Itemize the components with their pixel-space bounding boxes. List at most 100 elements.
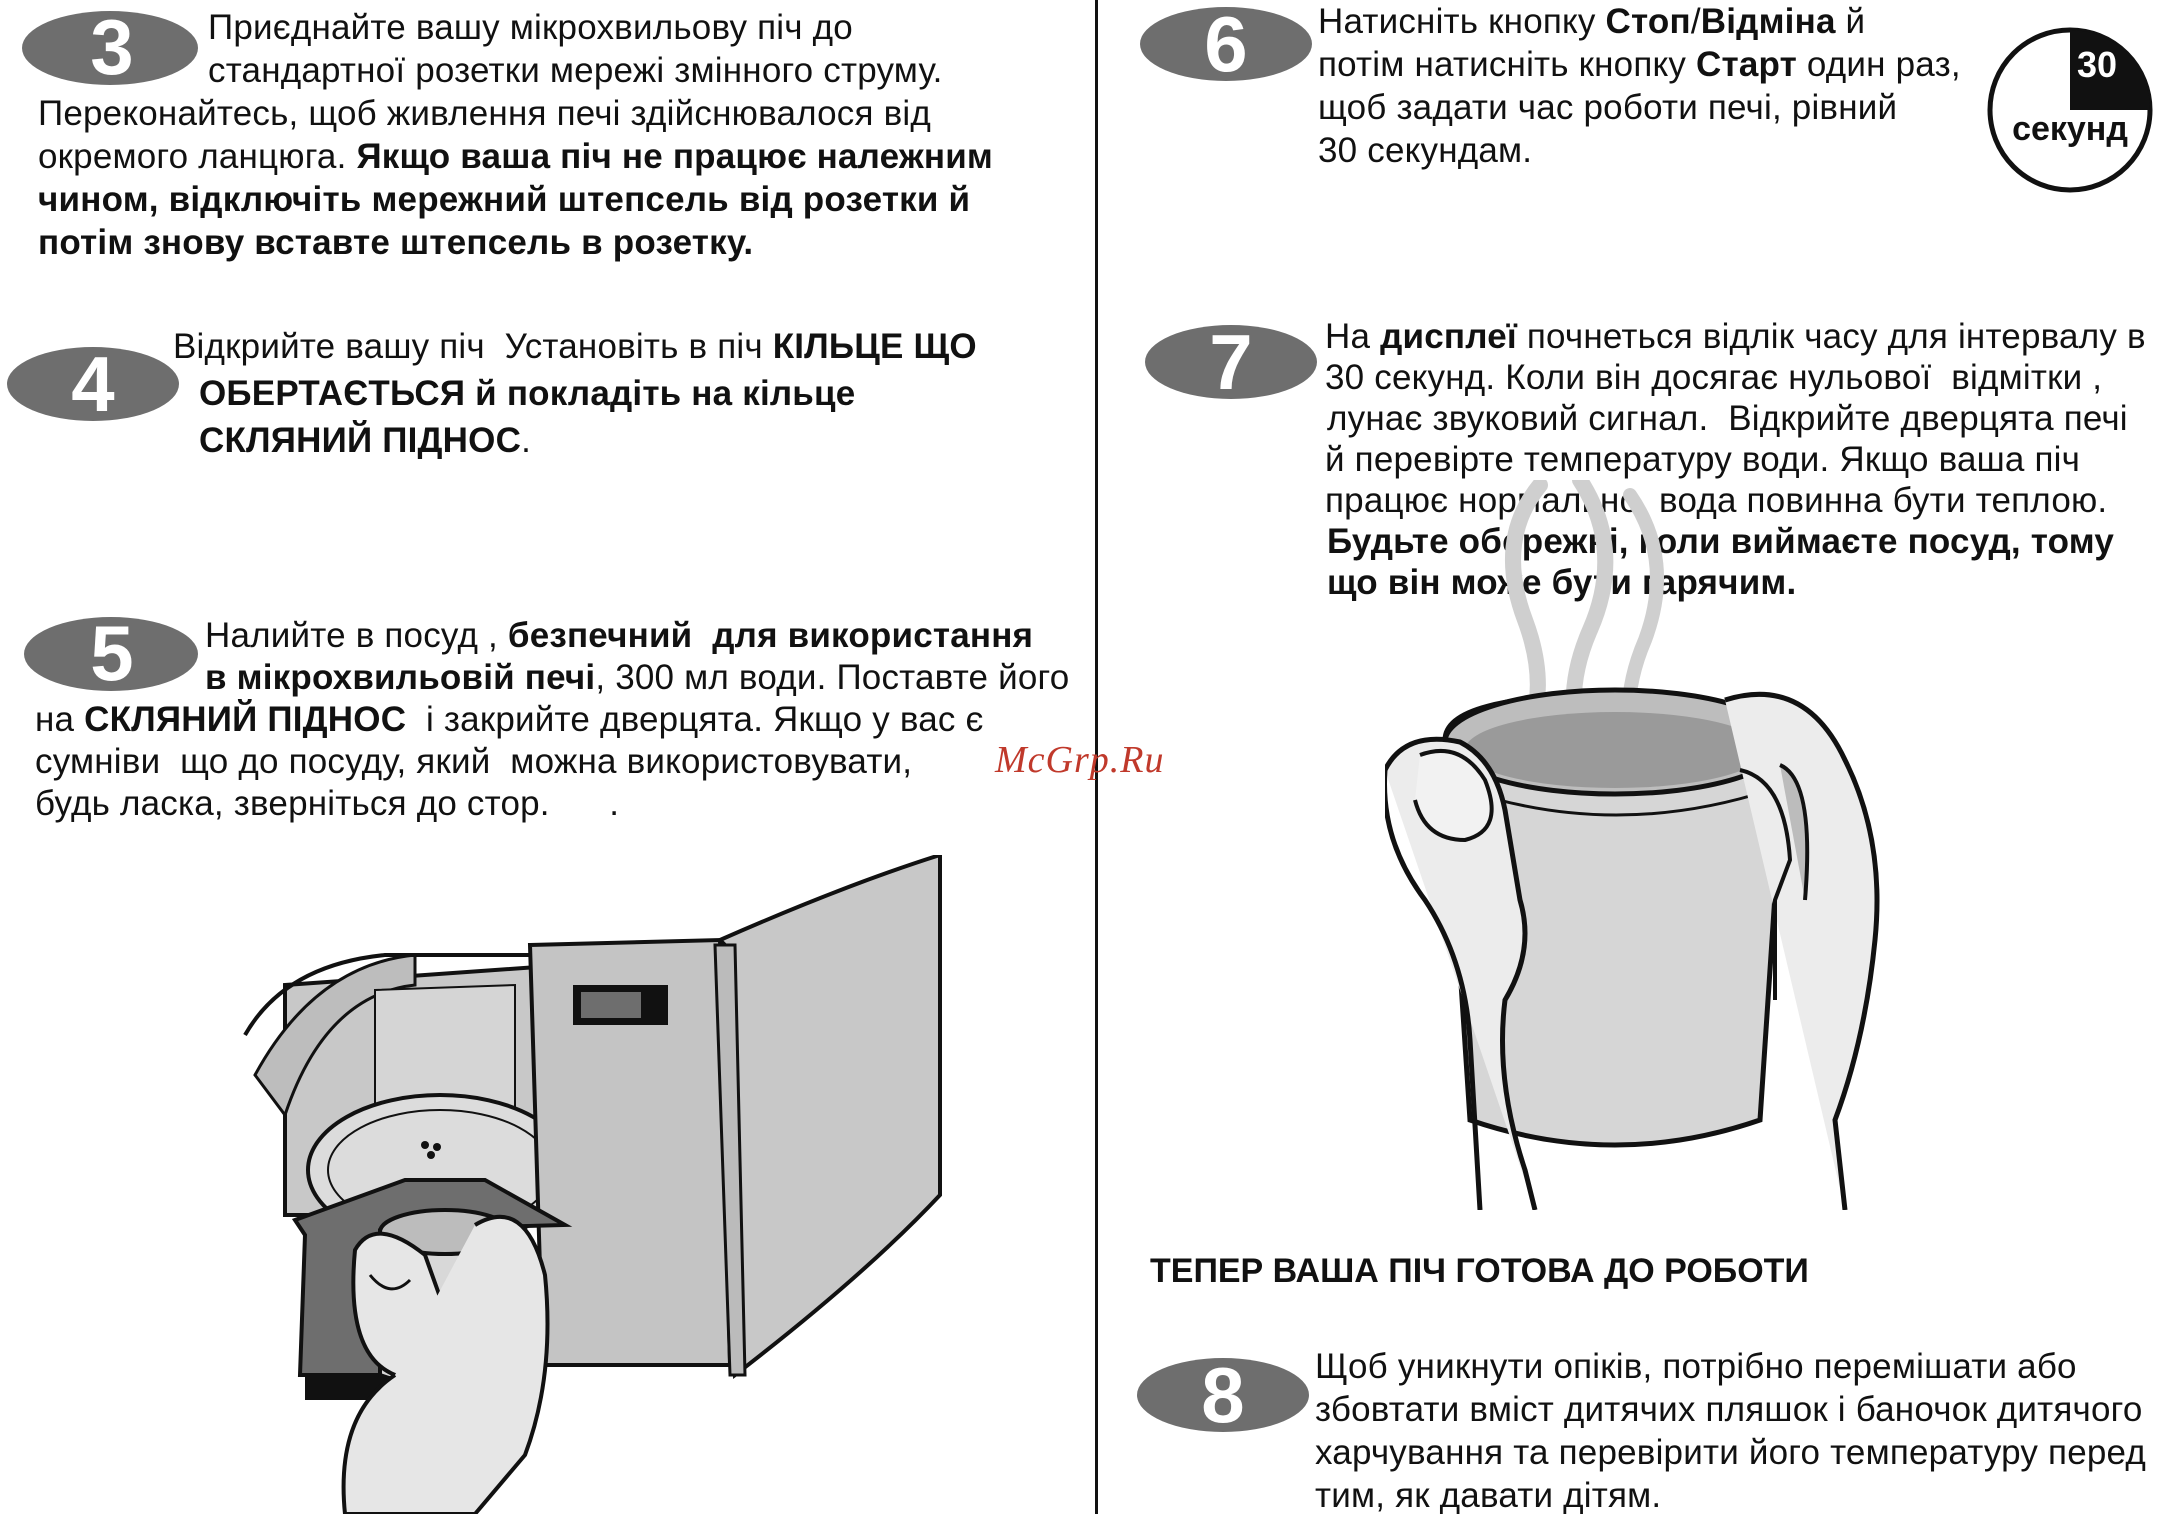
svg-text:3: 3	[90, 8, 133, 88]
text-line: будь ласка, зверніться до стор. .	[35, 783, 1069, 825]
text: збовтати вміст дитячих пляшок і баночок …	[1315, 1390, 2143, 1429]
text-line: щоб задати час роботи печі, рівний	[1318, 86, 1961, 129]
text-line: стандартної розетки мережі змінного стру…	[38, 49, 993, 92]
text: й	[1835, 2, 1866, 41]
bold-text: безпечний для використання	[507, 616, 1034, 655]
svg-text:30: 30	[2077, 44, 2117, 85]
text: стандартної розетки мережі змінного стру…	[208, 51, 943, 90]
text: почнеться відлік часу для інтервалу в	[1516, 317, 2146, 356]
text: Приєднайте вашу мікрохвильову піч до	[208, 8, 853, 47]
bold-text: Стоп	[1605, 2, 1691, 41]
step-4-number-icon: 4	[7, 344, 179, 424]
step-5-number-icon: 5	[24, 614, 198, 694]
watermark: McGrp.Ru	[995, 739, 1165, 781]
text-line: харчування та перевірити його температур…	[1315, 1431, 2146, 1474]
text-line: СКЛЯНИЙ ПІДНОС.	[173, 417, 977, 464]
step-6-badge: 6	[1138, 2, 1314, 82]
text-line: Переконайтесь, щоб живлення печі здійсню…	[38, 92, 993, 135]
text: працює нормально, вода повинна бути тепл…	[1325, 481, 2108, 520]
text-line: й перевірте температуру води. Якщо ваша …	[1325, 439, 2146, 480]
text: На	[1325, 317, 1381, 356]
text: і закрийте дверцята. Якщо у вас є	[406, 700, 984, 739]
svg-text:8: 8	[1201, 1355, 1244, 1435]
bold-text: ОБЕРТАЄТЬСЯ й покладіть на кільце	[199, 374, 856, 413]
text: Переконайтесь, щоб живлення печі здійсню…	[38, 94, 931, 133]
text: й перевірте температуру води. Якщо ваша …	[1325, 440, 2081, 479]
text-line: ОБЕРТАЄТЬСЯ й покладіть на кільце	[173, 370, 977, 417]
step-4-badge: 4	[5, 344, 181, 424]
text: один раз,	[1796, 45, 1961, 84]
bold-text: потім знову вставте штепсель в розетку.	[38, 223, 754, 262]
step-7-number-icon: 7	[1145, 322, 1317, 402]
text-line: в мікрохвильовій печі, 300 мл води. Пост…	[35, 657, 1069, 699]
text: .	[521, 421, 531, 460]
step-4-text: Відкрийте вашу піч Установіть в піч КІЛЬ…	[173, 323, 977, 464]
bold-text: що він може бути гарячим.	[1327, 563, 1797, 602]
step-6-number-icon: 6	[1140, 2, 1312, 82]
text-line: окремого ланцюга. Якщо ваша піч не працю…	[38, 135, 993, 178]
text: Щоб уникнути опіків, потрібно перемішати…	[1315, 1347, 2077, 1386]
text: Налийте в посуд ,	[205, 616, 508, 655]
bold-text: чином, відключіть мережний штепсель від …	[38, 180, 971, 219]
ready-heading: ТЕПЕР ВАША ПІЧ ГОТОВА ДО РОБОТИ	[1150, 1252, 1809, 1290]
text-line: 30 секунд. Коли він досягає нульової від…	[1325, 357, 2146, 398]
text: 30 секундам.	[1318, 131, 1533, 170]
bold-text: СКЛЯНИЙ ПІДНОС	[84, 700, 407, 739]
text: Натисніть кнопку	[1318, 2, 1606, 41]
text-line: на СКЛЯНИЙ ПІДНОС і закрийте дверцята. Я…	[35, 699, 1069, 741]
svg-text:4: 4	[71, 344, 114, 424]
text-line: потім натисніть кнопку Старт один раз,	[1318, 43, 1961, 86]
step-7-text: На дисплеї почнеться відлік часу для інт…	[1325, 316, 2146, 603]
stopwatch-icon: 30 секунд	[1987, 27, 2153, 193]
text: окремого ланцюга.	[38, 137, 357, 176]
step-5-text: Налийте в посуд , безпечний для використ…	[35, 615, 1069, 825]
timer-30-seconds: 30 секунд	[1985, 25, 2155, 200]
bold-text: в мікрохвильовій печі	[205, 658, 596, 697]
text-line: Налийте в посуд , безпечний для використ…	[35, 615, 1069, 657]
text-line: що він може бути гарячим.	[1325, 562, 2146, 603]
text-line: чином, відключіть мережний штепсель від …	[38, 178, 993, 221]
microwave-illustration	[243, 855, 942, 1514]
text-line: На дисплеї почнеться відлік часу для інт…	[1325, 316, 2146, 357]
bold-text: Старт	[1696, 45, 1797, 84]
text: Відкрийте вашу піч Установіть в піч	[173, 327, 773, 366]
step-8-text: Щоб уникнути опіків, потрібно перемішати…	[1315, 1345, 2146, 1517]
step-7-badge: 7	[1143, 322, 1319, 402]
text-line: Приєднайте вашу мікрохвильову піч до	[38, 6, 993, 49]
text: лунає звуковий сигнал. Відкрийте дверцят…	[1327, 399, 2128, 438]
text-line: тим, як давати дітям.	[1315, 1474, 2146, 1517]
bold-text: СКЛЯНИЙ ПІДНОС	[199, 421, 522, 460]
svg-text:5: 5	[90, 614, 133, 694]
step-3-number-icon: 3	[22, 8, 198, 88]
svg-text:6: 6	[1204, 2, 1247, 82]
bold-text: КІЛЬЦЕ ЩО	[772, 327, 977, 366]
step-8-badge: 8	[1135, 1355, 1311, 1435]
text: щоб задати час роботи печі, рівний	[1318, 88, 1898, 127]
column-divider	[1095, 0, 1098, 1514]
text-line: 30 секундам.	[1318, 129, 1961, 172]
step-8-number-icon: 8	[1137, 1355, 1309, 1435]
text-line: сумніви що до посуду, який можна викорис…	[35, 741, 1069, 783]
text: харчування та перевірити його температур…	[1315, 1433, 2147, 1472]
text-line: лунає звуковий сигнал. Відкрийте дверцят…	[1325, 398, 2146, 439]
text: 30 секунд. Коли він досягає нульової від…	[1325, 358, 2103, 397]
step-3-badge: 3	[20, 8, 200, 88]
text-line: збовтати вміст дитячих пляшок і баночок …	[1315, 1388, 2146, 1431]
bold-text: дисплеї	[1380, 317, 1517, 356]
text-line: Відкрийте вашу піч Установіть в піч КІЛЬ…	[173, 323, 977, 370]
step-5-badge: 5	[22, 614, 200, 694]
svg-text:секунд: секунд	[2012, 110, 2128, 148]
text-line: потім знову вставте штепсель в розетку.	[38, 221, 993, 264]
bold-text: Якщо ваша піч не працює належним	[356, 137, 994, 176]
step-3-text: Приєднайте вашу мікрохвильову піч до стан…	[38, 6, 993, 264]
svg-text:7: 7	[1209, 322, 1252, 402]
text: будь ласка, зверніться до стор. .	[35, 784, 620, 823]
text-line: працює нормально, вода повинна бути тепл…	[1325, 480, 2146, 521]
bold-text: Відміна	[1700, 2, 1836, 41]
text: тим, як давати дітям.	[1315, 1476, 1662, 1515]
text: потім натисніть кнопку	[1318, 45, 1697, 84]
text: на	[35, 700, 85, 739]
warm-cup-illustration	[1385, 480, 1880, 1210]
text: сумніви що до посуду, який можна викорис…	[35, 742, 913, 781]
